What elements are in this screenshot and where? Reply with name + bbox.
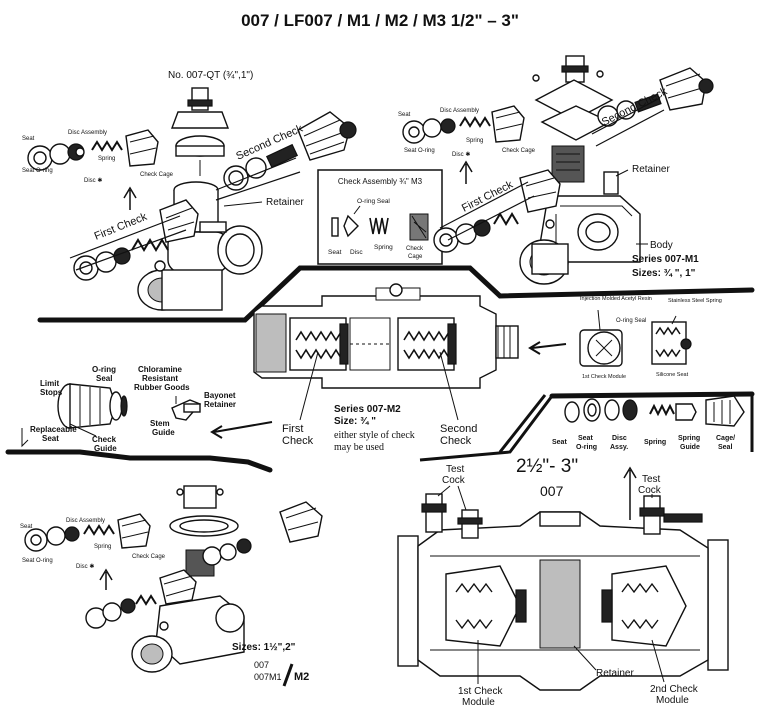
size-m2-label: Size: ¾ ": [334, 416, 376, 427]
label-check-cage-tl: Check Cage: [140, 172, 174, 178]
label-replaceable-2: Seat: [42, 434, 59, 443]
m2-note-line2: may be used: [334, 442, 384, 453]
m2-note-line1: either style of check: [334, 430, 415, 441]
label-body-tr: Body: [650, 240, 673, 251]
label-2nd-module-2: Module: [656, 695, 689, 706]
label-disc-assembly-tr: Disc Assembly: [440, 108, 479, 114]
check-box-oring-seal: O-ring Seal: [357, 198, 390, 205]
series-m1-label: Series 007-M1: [632, 254, 699, 265]
label-disc-bl: Disc ✱: [76, 563, 94, 570]
check-box-title: Check Assembly ¾" M3: [338, 177, 423, 186]
label-first-check-m2-1: First: [282, 423, 303, 435]
right-parts-strip: Seat Seat O-ring Disc Assy. Spring Sprin…: [552, 395, 745, 451]
check-box-seat: Seat: [328, 249, 342, 256]
label-disc-assy-rp-1: Disc: [612, 435, 627, 442]
label-check-guide-2: Guide: [94, 444, 117, 453]
label-1st-check-module: 1st Check Module: [582, 374, 626, 380]
label-cage-seal-rp-2: Seal: [718, 444, 732, 451]
label-disc-tr: Disc ✱: [452, 151, 470, 158]
check-box-cage: Cage: [408, 254, 423, 260]
label-limit-stops-1: Limit: [40, 379, 59, 388]
section-dividers: [5, 265, 755, 473]
bottom-left-assembly: Seat Disc Assembly Seat O-ring Disc ✱ Sp…: [20, 485, 323, 687]
label-chloramine-2: Resistant: [142, 374, 178, 383]
label-second-check-m2-1: Second: [440, 423, 477, 435]
module-detail: Injection Molded Acetyl Resin O-ring Sea…: [528, 296, 722, 380]
label-seat-oring-rp-1: Seat: [578, 435, 593, 442]
label-spring-guide-rp-1: Spring: [678, 435, 700, 442]
label-cage-seal-rp-1: Cage/: [716, 435, 735, 442]
label-test-cock-right-2: Cock: [638, 485, 662, 496]
label-bayonet-1: Bayonet: [204, 391, 236, 400]
label-chloramine-1: Chloramine: [138, 365, 183, 374]
label-spring-tl: Spring: [98, 156, 115, 162]
page-title: 007 / LF007 / M1 / M2 / M3 1/2" – 3": [241, 11, 519, 30]
label-seat-oring-rp-2: O-ring: [576, 444, 597, 451]
left-check-detail: O-ring Seal Chloramine Resistant Rubber …: [21, 365, 236, 453]
label-spring-tr: Spring: [466, 138, 483, 144]
check-assembly-box: Check Assembly ¾" M3 O-ring Seal Seat Di…: [317, 169, 443, 265]
label-resin: Injection Molded Acetyl Resin: [580, 296, 652, 302]
label-disc-assembly-bl: Disc Assembly: [66, 518, 105, 524]
top-left-assembly: No. 007-QT (¾",1"): [22, 70, 357, 311]
label-test-cock-left-2: Cock: [442, 475, 466, 486]
large-valve-size: 2½"- 3": [516, 456, 578, 477]
label-spring-rp: Spring: [644, 439, 666, 446]
label-check-cage-tr: Check Cage: [502, 148, 536, 154]
model-label-qt: No. 007-QT (¾",1"): [168, 70, 253, 81]
check-box-check: Check: [406, 246, 424, 252]
label-stem-guide-2: Guide: [152, 428, 175, 437]
label-oring-seal-ld-1: O-ring: [92, 365, 116, 374]
m2-cross-section: Series 007-M2 Size: ¾ " either style of …: [210, 283, 519, 453]
label-check-cage-bl: Check Cage: [132, 554, 166, 560]
top-right-assembly: Seat Disc Assembly Seat O-ring Disc ✱ Sp…: [398, 55, 714, 285]
label-1st-module-1: 1st Check: [458, 686, 503, 697]
model-bl-2: 007M1: [254, 672, 282, 682]
label-replaceable-1: Replaceable: [30, 425, 77, 434]
large-valve-model: 007: [540, 483, 564, 499]
label-retainer-lv: Retainer: [596, 668, 634, 679]
label-limit-stops-2: Stops: [40, 388, 63, 397]
label-disc-tl: Disc ✱: [84, 177, 102, 184]
label-seat-oring-bl: Seat O-ring: [22, 558, 53, 564]
model-bl-1: 007: [254, 660, 269, 670]
label-check-guide-1: Check: [92, 435, 117, 444]
label-silicone-seat: Silicone Seat: [656, 372, 689, 378]
sizes-bl-label: Sizes: 1½",2": [232, 642, 296, 653]
label-second-check-m2-2: Check: [440, 435, 472, 447]
label-1st-module-2: Module: [462, 697, 495, 708]
check-box-disc: Disc: [350, 249, 363, 256]
label-oring-seal-md: O-ring Seal: [616, 318, 646, 324]
label-spring-bl: Spring: [94, 544, 111, 550]
large-valve-section: 2½"- 3" 007 Test Cock Test Cock Retainer: [397, 456, 729, 708]
label-test-cock-left-1: Test: [446, 464, 465, 475]
series-m2-label: Series 007-M2: [334, 404, 401, 415]
label-stem-guide-1: Stem: [150, 419, 170, 428]
label-disc-assembly-tl: Disc Assembly: [68, 130, 107, 136]
label-oring-seal-ld-2: Seal: [96, 374, 112, 383]
label-stainless-spring: Stainless Steel Spring: [668, 298, 722, 304]
label-seat-oring-tl: Seat O-ring: [22, 168, 53, 174]
label-seat-tr: Seat: [398, 112, 411, 118]
label-seat-tl: Seat: [22, 136, 35, 142]
label-chloramine-3: Rubber Goods: [134, 383, 190, 392]
label-bayonet-2: Retainer: [204, 400, 236, 409]
label-first-check-m2-2: Check: [282, 435, 314, 447]
label-2nd-module-1: 2nd Check: [650, 684, 699, 695]
label-test-cock-right-1: Test: [642, 474, 661, 485]
label-seat-rp: Seat: [552, 439, 567, 446]
check-box-spring: Spring: [374, 244, 393, 251]
label-disc-assy-rp-2: Assy.: [610, 444, 628, 451]
label-retainer-tl: Retainer: [266, 197, 304, 208]
label-seat-oring-tr: Seat O-ring: [404, 148, 435, 154]
sizes-m1-label: Sizes: ¾ ", 1": [632, 268, 696, 279]
label-retainer-tr: Retainer: [632, 164, 670, 175]
label-seat-bl: Seat: [20, 524, 33, 530]
label-spring-guide-rp-2: Guide: [680, 444, 700, 451]
model-bl-3: M2: [294, 671, 309, 683]
